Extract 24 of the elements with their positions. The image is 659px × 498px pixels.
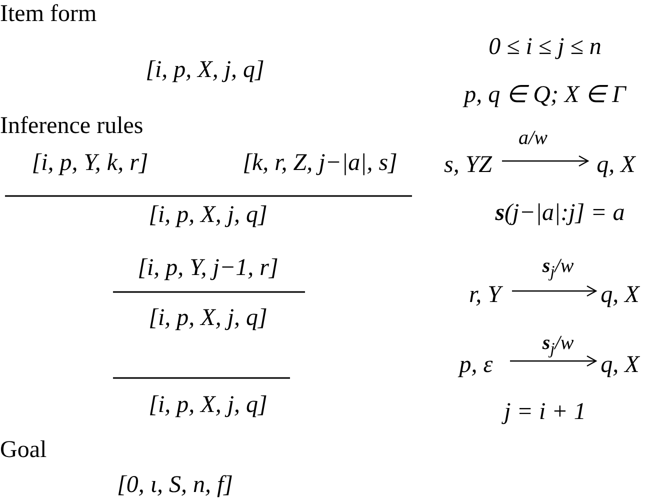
formula: [i, p, Y, k, r] <box>32 149 148 177</box>
section-heading: Item form <box>0 0 97 28</box>
formula: [i, p, X, j, q] <box>148 201 268 229</box>
formula: s, YZ <box>444 151 492 179</box>
section-heading: Inference rules <box>0 112 144 140</box>
formula: [i, p, Y, j−1, r] <box>138 254 278 282</box>
formula: 0 ≤ i ≤ j ≤ n <box>488 33 602 61</box>
formula: s(j−|a|:j] = a <box>495 199 625 227</box>
formula: [i, p, X, j, q] <box>146 56 264 84</box>
formula: [k, r, Z, j−|a|, s] <box>242 149 398 177</box>
arrow-label: a/w <box>518 127 548 149</box>
formula: p, q ∈ Q; X ∈ Γ <box>464 81 626 109</box>
formula: j = i + 1 <box>504 398 586 426</box>
arrow-label: s$_{j}$/w <box>542 332 574 360</box>
formula: r, Y <box>468 281 502 309</box>
formula: [i, p, X, j, q] <box>148 391 268 419</box>
formula: [i, p, X, j, q] <box>148 304 268 332</box>
formula: p, ε <box>459 351 493 379</box>
formula: [0, ι, S, n, f] <box>117 471 233 498</box>
section-heading: Goal <box>0 436 47 464</box>
formula: q, X <box>600 351 640 379</box>
arrow-label: s$_{j}$/w <box>542 255 574 283</box>
formula: q, X <box>600 281 640 309</box>
formula: q, X <box>596 151 636 179</box>
